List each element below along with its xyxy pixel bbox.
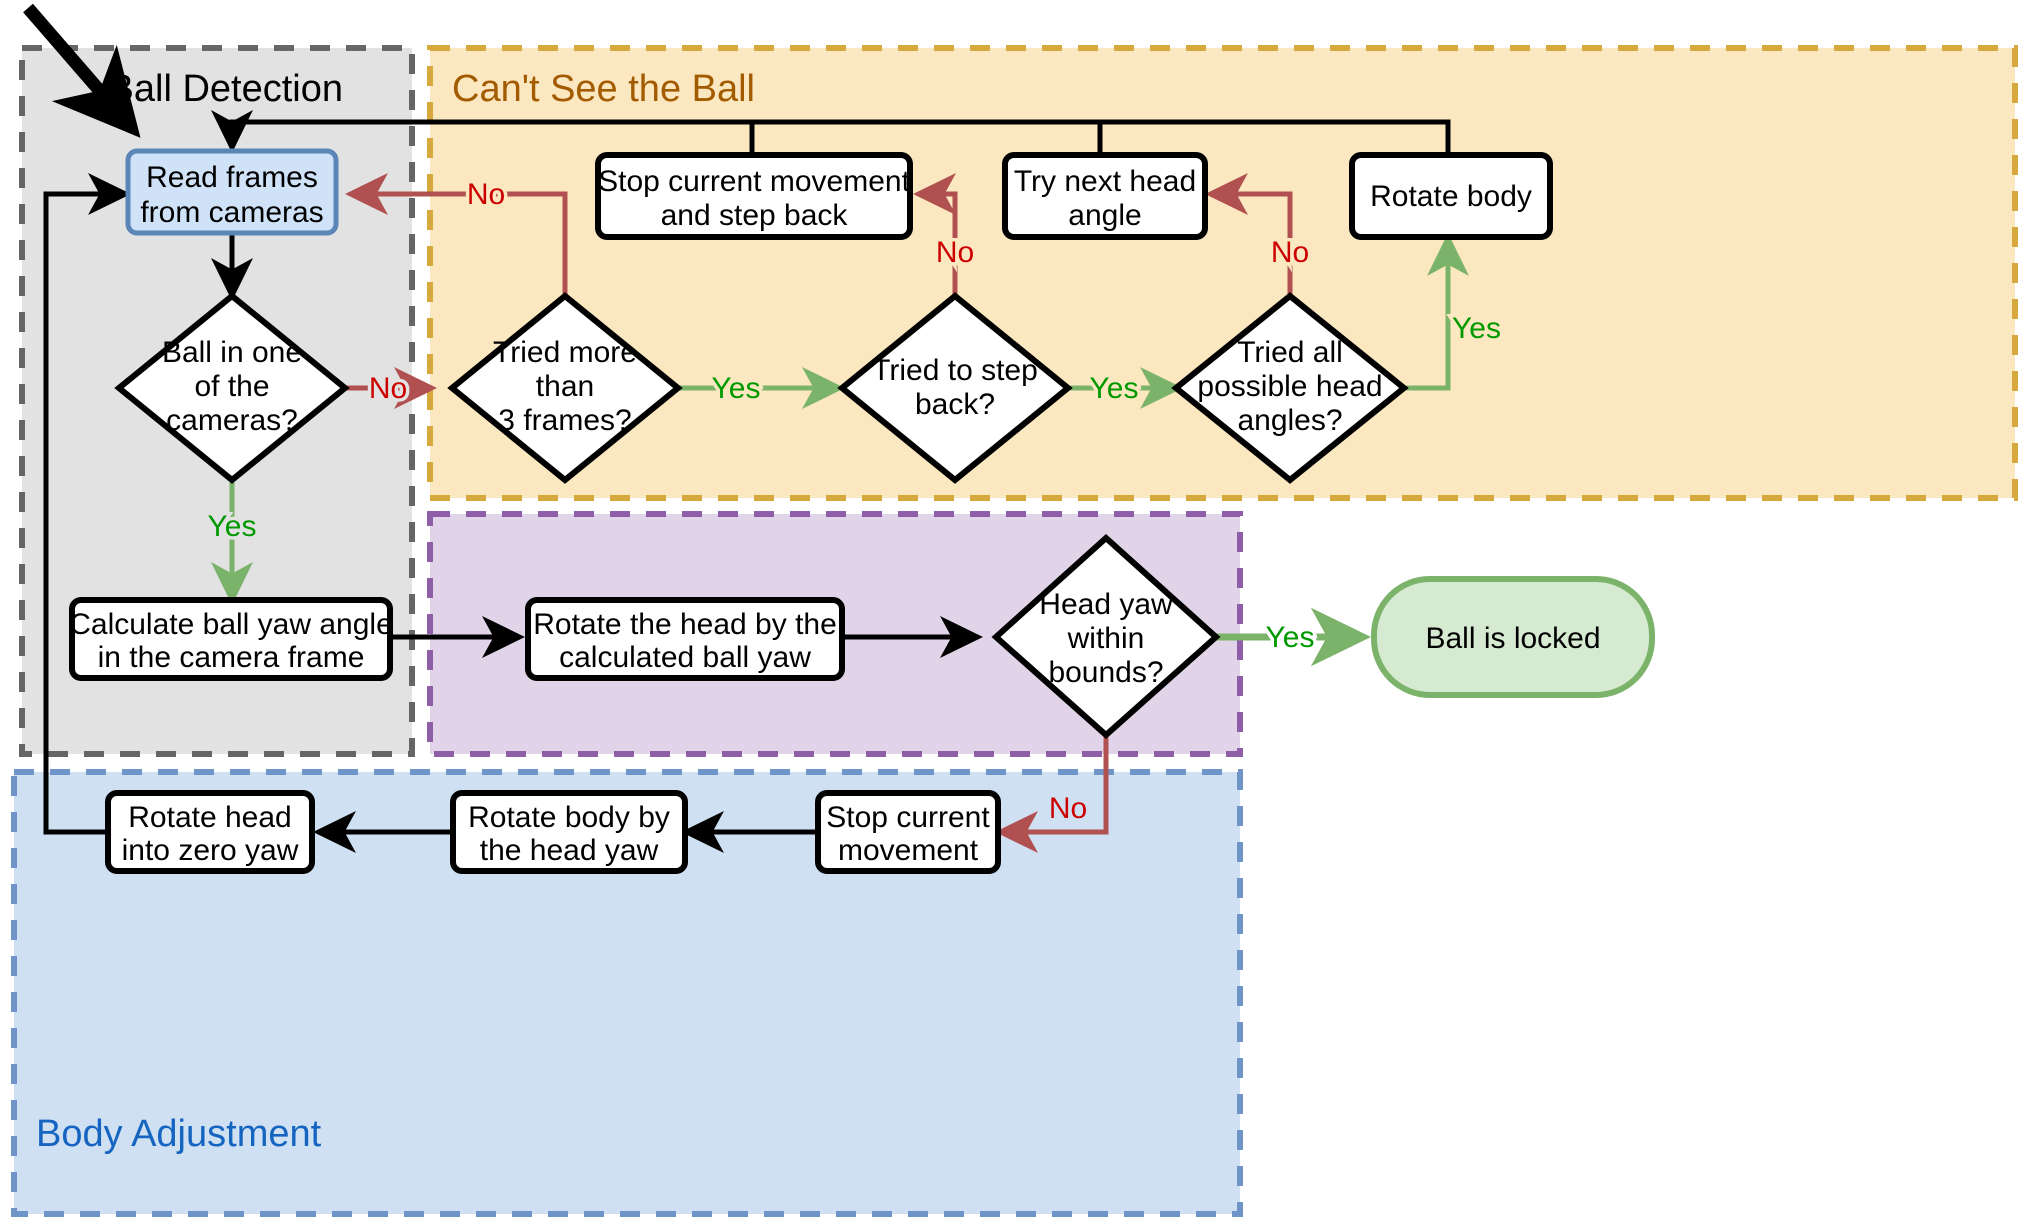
node-stop-step-back-line1: Stop current movement: [598, 165, 910, 198]
node-tried-step-back[interactable]: Tried to step back?: [837, 292, 1073, 484]
node-rotate-head-zero[interactable]: Rotate head into zero yaw: [105, 790, 315, 874]
node-rotate-body-yaw-line2: the head yaw: [480, 834, 659, 867]
edge-label-yes-bounds: Yes: [1266, 621, 1315, 654]
node-tried-all-angles-line2: possible head: [1197, 370, 1382, 403]
edge-tried3-no: No: [344, 173, 568, 296]
node-head-yaw-bounds-line1: Head yaw: [1039, 588, 1173, 621]
node-stop-step-back[interactable]: Stop current movement and step back: [595, 152, 913, 240]
node-head-yaw-bounds[interactable]: Head yaw within bounds?: [991, 533, 1221, 740]
edge-bounds-yes: Yes: [1216, 607, 1372, 667]
edge-stepback-yes: Yes: [1068, 367, 1184, 409]
node-ball-is-locked[interactable]: Ball is locked: [1371, 576, 1655, 698]
node-rotate-body-line1: Rotate body: [1370, 180, 1532, 213]
node-try-next-angle-line2: angle: [1068, 199, 1141, 232]
edge-label-no-tried3: No: [467, 178, 505, 211]
group-label-ball-detection: Ball Detection: [109, 68, 343, 110]
edge-ballcheck-yes: Yes: [204, 480, 260, 606]
node-rotate-head-yaw-line2: calculated ball yaw: [559, 641, 811, 674]
node-rotate-head-yaw-line1: Rotate the head by the: [533, 608, 837, 641]
node-tried-all-angles-line1: Tried all: [1237, 336, 1343, 369]
node-calc-ball-yaw-line2: in the camera frame: [98, 641, 365, 674]
node-tried-step-back-line2: back?: [915, 388, 995, 421]
edge-label-yes-stepback: Yes: [1090, 372, 1139, 405]
node-rotate-body-yaw-line1: Rotate body by: [468, 801, 670, 834]
node-rotate-head-zero-line2: into zero yaw: [122, 834, 299, 867]
edge-label-yes-tried3: Yes: [712, 372, 761, 405]
edge-stepback-no: No: [912, 173, 978, 296]
edge-return-bus: [211, 110, 1451, 155]
group-label-cant-see-ball: Can't See the Ball: [452, 68, 755, 110]
edge-label-no-stepback: No: [936, 236, 974, 269]
edge-allangles-yes: Yes: [1404, 232, 1504, 391]
node-tried-step-back-line1: Tried to step: [872, 354, 1038, 387]
node-ball-in-camera-line2: of the: [194, 370, 269, 403]
edge-label-no-allangles: No: [1271, 236, 1309, 269]
edge-ballcheck-no: No: [345, 367, 438, 409]
node-calc-ball-yaw[interactable]: Calculate ball yaw angle in the camera f…: [69, 597, 393, 681]
node-stop-step-back-line2: and step back: [661, 199, 849, 232]
node-read-frames-line2: from cameras: [140, 196, 323, 229]
node-ball-in-camera-line3: cameras?: [166, 404, 298, 437]
node-calc-ball-yaw-line1: Calculate ball yaw angle: [69, 608, 393, 641]
node-ball-is-locked-line1: Ball is locked: [1425, 622, 1600, 655]
edge-label-yes-allangles: Yes: [1452, 312, 1501, 345]
node-tried-more-3-line2: than: [536, 370, 594, 403]
node-head-yaw-bounds-line3: bounds?: [1048, 656, 1163, 689]
edge-entry: [23, 3, 141, 138]
node-stop-current-move[interactable]: Stop current movement: [815, 790, 1001, 874]
node-ball-in-camera[interactable]: Ball in one of the cameras?: [114, 292, 350, 484]
node-tried-all-angles-line3: angles?: [1237, 404, 1342, 437]
edge-label-no-ballcheck: No: [369, 372, 407, 405]
group-label-body-adjustment: Body Adjustment: [36, 1113, 322, 1155]
node-stop-current-move-line2: movement: [838, 834, 979, 867]
node-ball-in-camera-line1: Ball in one: [162, 336, 302, 369]
node-tried-all-angles[interactable]: Tried all possible head angles?: [1171, 292, 1409, 484]
node-read-frames[interactable]: Read frames from cameras: [125, 148, 339, 236]
node-tried-more-3-line3: 3 frames?: [498, 404, 631, 437]
node-tried-more-3-line1: Tried more: [493, 336, 637, 369]
edge-bounds-no: No: [994, 735, 1109, 853]
node-rotate-body-yaw[interactable]: Rotate body by the head yaw: [450, 790, 688, 874]
node-tried-more-3[interactable]: Tried more than 3 frames?: [447, 292, 683, 484]
edge-zeroyaw-to-readframes: [43, 173, 132, 835]
edge-label-no-bounds: No: [1049, 792, 1087, 825]
node-rotate-body[interactable]: Rotate body: [1349, 152, 1553, 240]
node-try-next-angle-line1: Try next head: [1014, 165, 1196, 198]
edge-tried3-yes: Yes: [678, 367, 846, 409]
node-rotate-head-yaw[interactable]: Rotate the head by the calculated ball y…: [525, 597, 845, 681]
edge-label-yes-ballcheck: Yes: [208, 510, 257, 543]
node-read-frames-line1: Read frames: [146, 161, 318, 194]
edge-allangles-no: No: [1204, 173, 1313, 296]
node-head-yaw-bounds-line2: within: [1067, 622, 1145, 655]
group-cant-see-ball: Can't See the Ball: [427, 45, 2018, 501]
node-try-next-angle[interactable]: Try next head angle: [1002, 152, 1208, 240]
node-stop-current-move-line1: Stop current: [826, 801, 990, 834]
node-rotate-head-zero-line1: Rotate head: [128, 801, 291, 834]
